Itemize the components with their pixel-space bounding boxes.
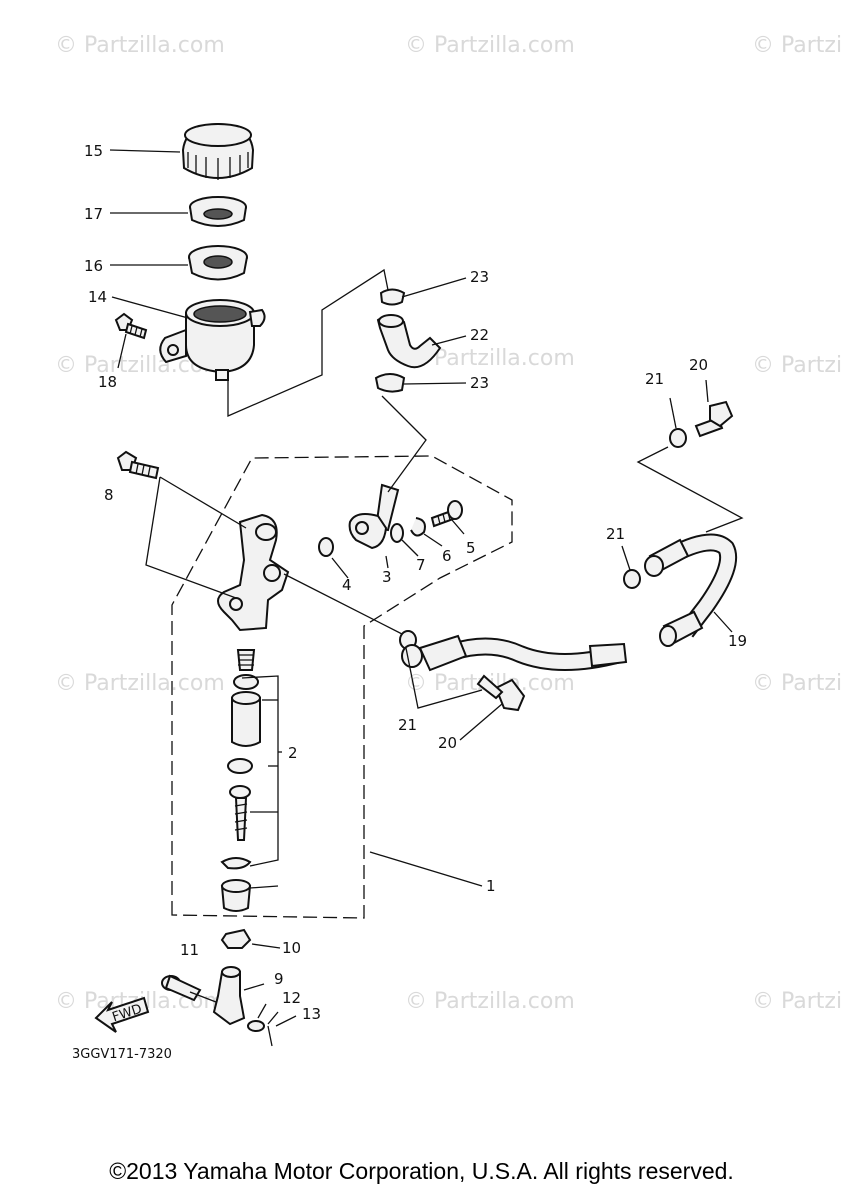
watermarks: © Partzilla.com © Partzilla.com © Partzi… bbox=[55, 33, 843, 1014]
watermark: © Partzilla.com bbox=[405, 989, 575, 1014]
callout-4: 4 bbox=[342, 576, 352, 594]
callout-13: 13 bbox=[302, 1005, 321, 1023]
callout-19: 19 bbox=[728, 632, 747, 650]
diaphragm bbox=[188, 245, 248, 281]
union-bolt-upper bbox=[694, 400, 734, 438]
reservoir-cap bbox=[181, 122, 255, 180]
leader-lines bbox=[109, 149, 744, 1027]
piston-kit bbox=[220, 649, 261, 912]
plain-washer bbox=[247, 1020, 265, 1032]
locknut bbox=[220, 928, 252, 949]
watermark: © Partzilla.com bbox=[752, 671, 843, 696]
union-bolt-lower bbox=[476, 674, 526, 712]
callout-20-upper: 20 bbox=[689, 356, 708, 374]
callout-7: 7 bbox=[416, 556, 426, 574]
joint-screw bbox=[430, 500, 463, 528]
master-cylinder-body bbox=[217, 513, 290, 632]
diaphragm-holder bbox=[189, 196, 247, 227]
reservoir-hose bbox=[376, 314, 442, 369]
callout-20-lower: 20 bbox=[438, 734, 457, 752]
mounting-bolt bbox=[116, 450, 160, 480]
clevis-pin bbox=[161, 974, 202, 1002]
watermark: © Partzilla.com bbox=[752, 33, 843, 58]
callout-1: 1 bbox=[486, 877, 496, 895]
callout-17: 17 bbox=[84, 205, 103, 223]
washer bbox=[390, 523, 404, 543]
callouts: 15 17 16 14 18 23 22 23 8 5 6 7 3 4 2 1 … bbox=[84, 142, 747, 1023]
clevis bbox=[212, 966, 246, 1026]
watermark: © Partzilla.com bbox=[405, 33, 575, 58]
callout-21-lower: 21 bbox=[398, 716, 417, 734]
callout-15: 15 bbox=[84, 142, 103, 160]
callout-22: 22 bbox=[470, 326, 489, 344]
callout-18: 18 bbox=[98, 373, 117, 391]
callout-21-middle: 21 bbox=[606, 525, 625, 543]
watermark: © Partzilla.com bbox=[55, 33, 225, 58]
brake-hose bbox=[401, 533, 738, 672]
hose-clamp-lower bbox=[374, 373, 406, 393]
reservoir-screw bbox=[114, 312, 148, 340]
callout-5: 5 bbox=[466, 539, 476, 557]
hose-joint bbox=[348, 483, 400, 550]
callout-8: 8 bbox=[104, 486, 114, 504]
callout-10: 10 bbox=[282, 939, 301, 957]
callout-9: 9 bbox=[274, 970, 284, 988]
copyright-notice: ©2013 Yamaha Motor Corporation, U.S.A. A… bbox=[109, 1158, 734, 1184]
callout-11: 11 bbox=[180, 941, 199, 959]
callout-12: 12 bbox=[282, 989, 301, 1007]
hose-clamp-upper bbox=[379, 288, 406, 306]
callout-21-upper: 21 bbox=[645, 370, 664, 388]
callout-6: 6 bbox=[442, 547, 452, 565]
o-ring bbox=[318, 537, 334, 557]
callout-14: 14 bbox=[88, 288, 107, 306]
cotter-pin bbox=[267, 1011, 279, 1047]
callout-23-upper: 23 bbox=[470, 268, 489, 286]
drawing-code: 3GGV171-7320 bbox=[72, 1047, 172, 1062]
callout-23-lower: 23 bbox=[470, 374, 489, 392]
copper-washer-upper bbox=[669, 428, 687, 448]
circlip bbox=[410, 517, 426, 537]
callout-3: 3 bbox=[382, 568, 392, 586]
callout-16: 16 bbox=[84, 257, 103, 275]
copper-washer-middle bbox=[623, 569, 641, 589]
reservoir bbox=[159, 299, 266, 381]
callout-2: 2 bbox=[288, 744, 298, 762]
watermark: © Partzilla.com bbox=[55, 671, 225, 696]
watermark: © Partzilla.com bbox=[752, 989, 843, 1014]
watermark: © Partzilla.com bbox=[752, 353, 843, 378]
assembly-outline bbox=[171, 455, 513, 919]
